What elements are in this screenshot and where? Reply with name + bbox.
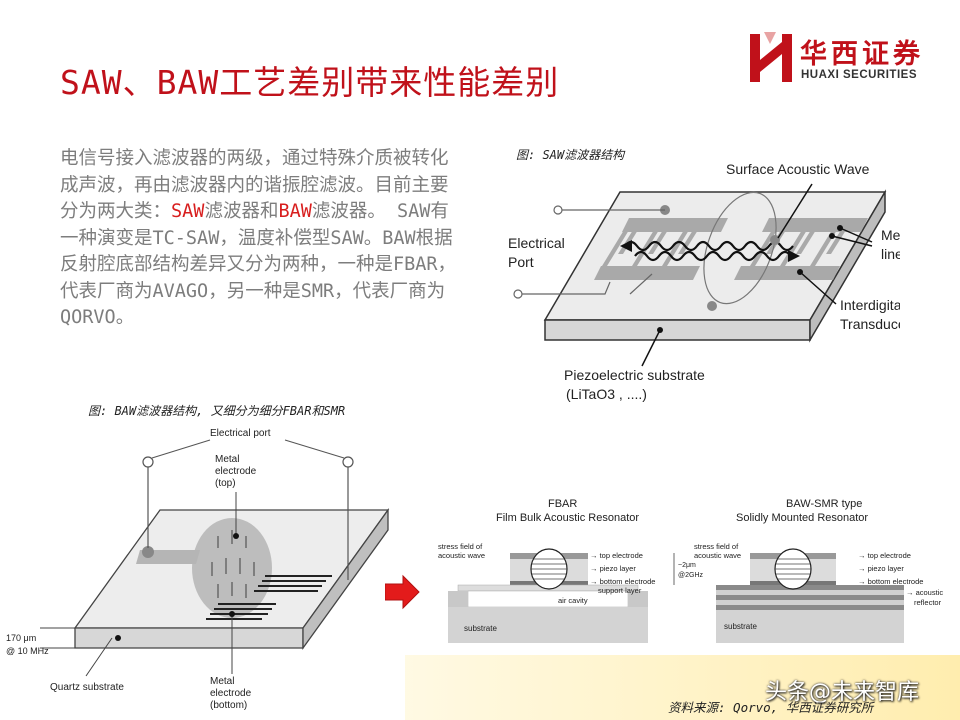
smr-substrate: substrate	[724, 622, 757, 631]
intro-paragraph: 电信号接入滤波器的两级，通过特殊介质被转化成声波，再由滤波器内的谐振腔滤波。目前…	[60, 146, 460, 332]
fbar-subtitle: Film Bulk Acoustic Resonator	[496, 512, 639, 524]
smr-stress-label-1: stress field of	[694, 542, 739, 551]
transducer-label: Transducer	[840, 316, 900, 332]
paragraph-text-3: 滤波器。 SAW有一种演变是TC-SAW，温度补偿型SAW。BAW根据反射腔底部…	[60, 201, 457, 328]
lines-label: lines	[881, 246, 900, 262]
thickness-label-2: @ 10 MHz	[6, 646, 49, 656]
right-arrow-icon	[385, 574, 420, 610]
baw-figure-caption: 图: BAW滤波器结构, 又细分为细分FBAR和SMR	[88, 404, 346, 418]
fbar-title: FBAR	[548, 498, 577, 510]
metal-top-label-3: (top)	[215, 478, 236, 489]
saw-structure-diagram: Surface Acoustic Wave Electrical Port Me…	[508, 161, 900, 402]
smr-reflector-label: reflector	[914, 598, 942, 607]
smr-stress-label-2: acoustic wave	[694, 551, 741, 560]
port-label: Port	[508, 254, 534, 270]
metal-top-label-2: electrode	[215, 466, 257, 477]
thickness-label-1: 170 μm	[6, 633, 36, 643]
fbar-dim-2: @2GHz	[678, 572, 703, 579]
fbar-dim-1: ~2μm	[678, 562, 696, 569]
smr-top-electrode: → top electrode	[858, 551, 911, 560]
surface-wave-label: Surface Acoustic Wave	[726, 161, 870, 177]
fbar-smr-diagram: FBAR Film Bulk Acoustic Resonator stress…	[438, 498, 943, 643]
smr-bottom-electrode: → bottom electrode	[858, 577, 923, 586]
saw-highlight: SAW	[171, 201, 205, 222]
watermark-background	[405, 655, 960, 720]
fbar-substrate: substrate	[464, 624, 497, 633]
smr-subtitle: Solidly Mounted Resonator	[736, 512, 868, 524]
smr-piezo-layer: → piezo layer	[858, 564, 904, 573]
metal-bottom-label-1: Metal	[210, 676, 234, 687]
fbar-bottom-electrode: → bottom electrode	[590, 577, 655, 586]
quartz-substrate-label: Quartz substrate	[50, 682, 124, 693]
fbar-support-layer: support layer	[598, 586, 642, 595]
page-title: SAW、BAW工艺差别带来性能差别	[60, 63, 560, 102]
fbar-stress-label-1: stress field of	[438, 542, 483, 551]
metal-bottom-label-2: electrode	[210, 688, 252, 699]
paragraph-text-2: 滤波器和	[204, 201, 279, 222]
huaxi-logo-icon	[750, 32, 792, 82]
fbar-top-electrode: → top electrode	[590, 551, 643, 560]
huaxi-logo: 华西证券 HUAXI SECURITIES	[748, 30, 948, 86]
substrate-formula-label: (LiTaO3 , ....)	[566, 386, 647, 402]
fbar-air-cavity: air cavity	[558, 596, 588, 605]
interdigital-label: Interdigital	[840, 297, 900, 313]
paragraph-text-1: 电信号接入滤波器的两级，通过特殊介质被转化成声波，再由滤波器内的谐振腔滤波。目前…	[60, 148, 449, 222]
electrical-port-label: Electrical port	[210, 428, 271, 439]
baw-structure-diagram: Electrical port Metal electrode (top) 17…	[6, 428, 390, 711]
source-note: 资料来源: Qorvo, 华西证券研究所	[668, 700, 874, 715]
metal-label: Metal	[881, 227, 900, 243]
baw-highlight: BAW	[278, 201, 312, 222]
watermark-text: 头条@未来智库	[765, 680, 920, 705]
fbar-stress-label-2: acoustic wave	[438, 551, 485, 560]
smr-title: BAW-SMR type	[786, 498, 862, 510]
logo-chinese-name: 华西证券	[800, 39, 924, 70]
electrical-label: Electrical	[508, 235, 565, 251]
metal-top-label-1: Metal	[215, 454, 239, 465]
logo-english-name: HUAXI SECURITIES	[801, 69, 917, 81]
fbar-piezo-layer: → piezo layer	[590, 564, 636, 573]
metal-bottom-label-3: (bottom)	[210, 700, 247, 711]
piezo-substrate-label: Piezoelectric substrate	[564, 367, 705, 383]
smr-acoustic-label: → acoustic	[906, 588, 943, 597]
saw-figure-caption: 图: SAW滤波器结构	[516, 148, 625, 162]
